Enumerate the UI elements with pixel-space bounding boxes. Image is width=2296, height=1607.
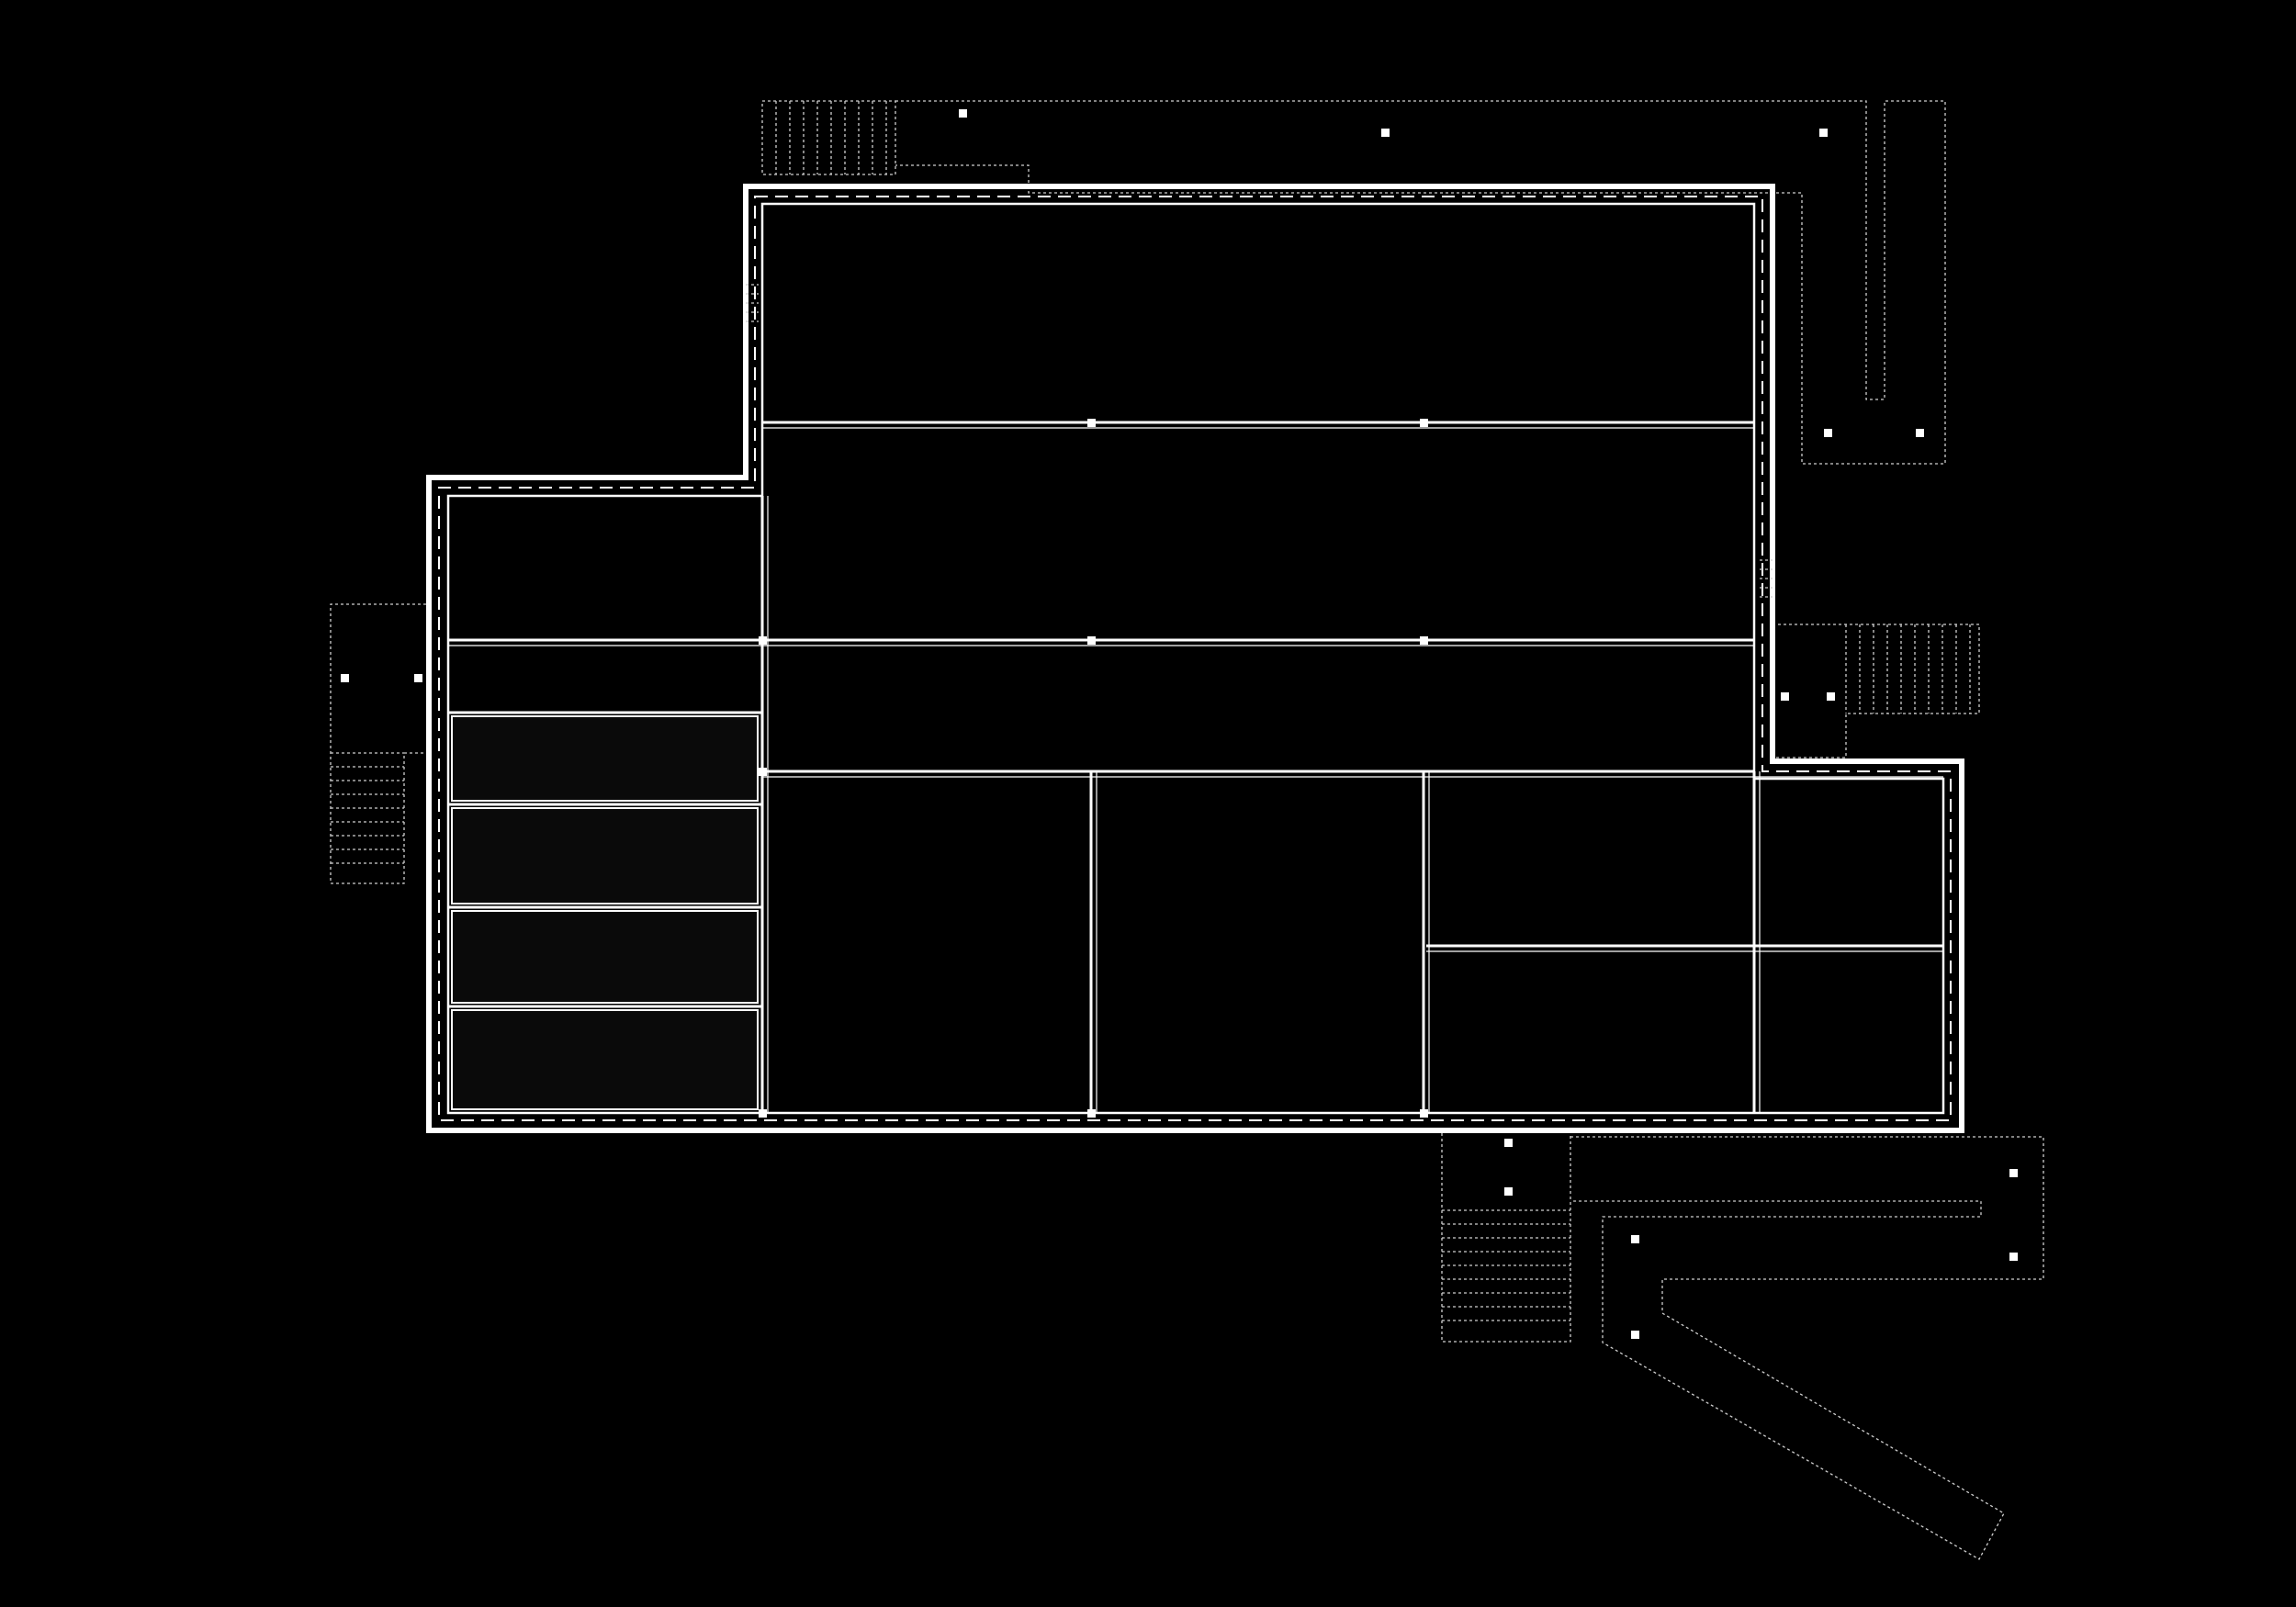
- column-markers: [759, 419, 1428, 1118]
- gravel-beds: [451, 715, 759, 1110]
- post-marker: [2009, 1169, 2018, 1177]
- post-marker: [1827, 692, 1835, 701]
- post-marker: [959, 109, 967, 118]
- post-marker: [1504, 1187, 1513, 1196]
- top-walkway: [761, 100, 1946, 465]
- left-landing: [330, 603, 432, 884]
- top-stair: [775, 101, 887, 174]
- post-marker: [1504, 1139, 1513, 1147]
- post-marker: [1824, 429, 1832, 437]
- post-marker: [414, 674, 422, 682]
- post-marker: [1631, 1331, 1639, 1339]
- post-marker: [2009, 1253, 2018, 1261]
- bottom-ramp: [1441, 1131, 2044, 1560]
- building-shell: [426, 184, 1964, 1133]
- post-marker: [1381, 129, 1390, 137]
- post-marker: [1819, 129, 1828, 137]
- post-marker: [1631, 1235, 1639, 1243]
- post-marker: [341, 674, 349, 682]
- right-landing: [1773, 624, 1980, 759]
- post-marker: [1781, 692, 1789, 701]
- wall-openings: [746, 284, 1773, 598]
- post-marker: [1916, 429, 1924, 437]
- interior-partitions: [448, 421, 1943, 1113]
